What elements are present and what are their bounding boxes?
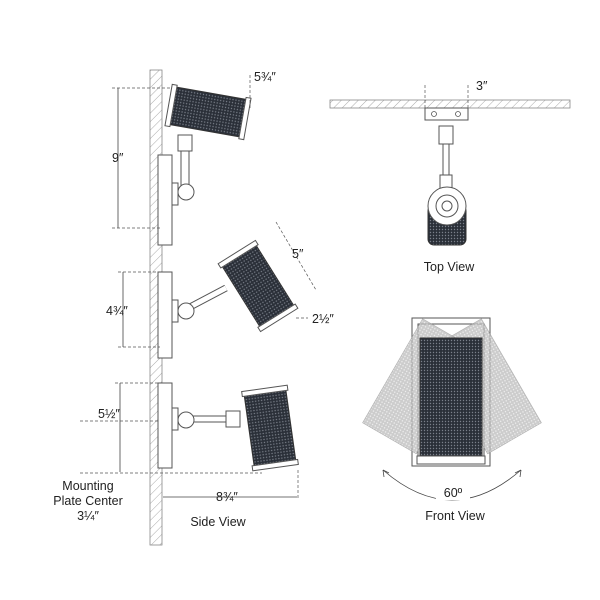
side-view-title: Side View	[190, 515, 246, 529]
front-view-title: Front View	[425, 509, 485, 523]
dim-plate-width: 3″	[476, 79, 488, 93]
mounting-label-line2: Plate Center	[53, 494, 122, 508]
front-view: 60º Front View	[362, 317, 542, 523]
dim-extension: 8¾″	[216, 490, 238, 504]
top-view: 3″ Top View	[329, 79, 571, 274]
dim-center-offset: 5½″	[98, 407, 120, 421]
dim-height-top: 9″	[112, 151, 124, 165]
top-view-title: Top View	[424, 260, 475, 274]
side-view: 9″ 5¾″ 4¾″ 5″ 2½″	[53, 69, 334, 546]
ceiling	[329, 99, 571, 109]
top-position-lamp	[157, 83, 252, 246]
dim-shade-diameter: 2½″	[312, 312, 334, 326]
mounting-label-line3: 3¼″	[77, 509, 99, 523]
middle-position-lamp	[157, 239, 299, 359]
dim-plate-height: 4¾″	[106, 304, 128, 318]
dim-top-offset: 5¾″	[254, 70, 276, 84]
rotation-angle: 60º	[444, 486, 463, 500]
mounting-label-line1: Mounting	[62, 479, 113, 493]
dim-shade-length: 5″	[292, 247, 304, 261]
bottom-position-lamp	[157, 382, 299, 472]
